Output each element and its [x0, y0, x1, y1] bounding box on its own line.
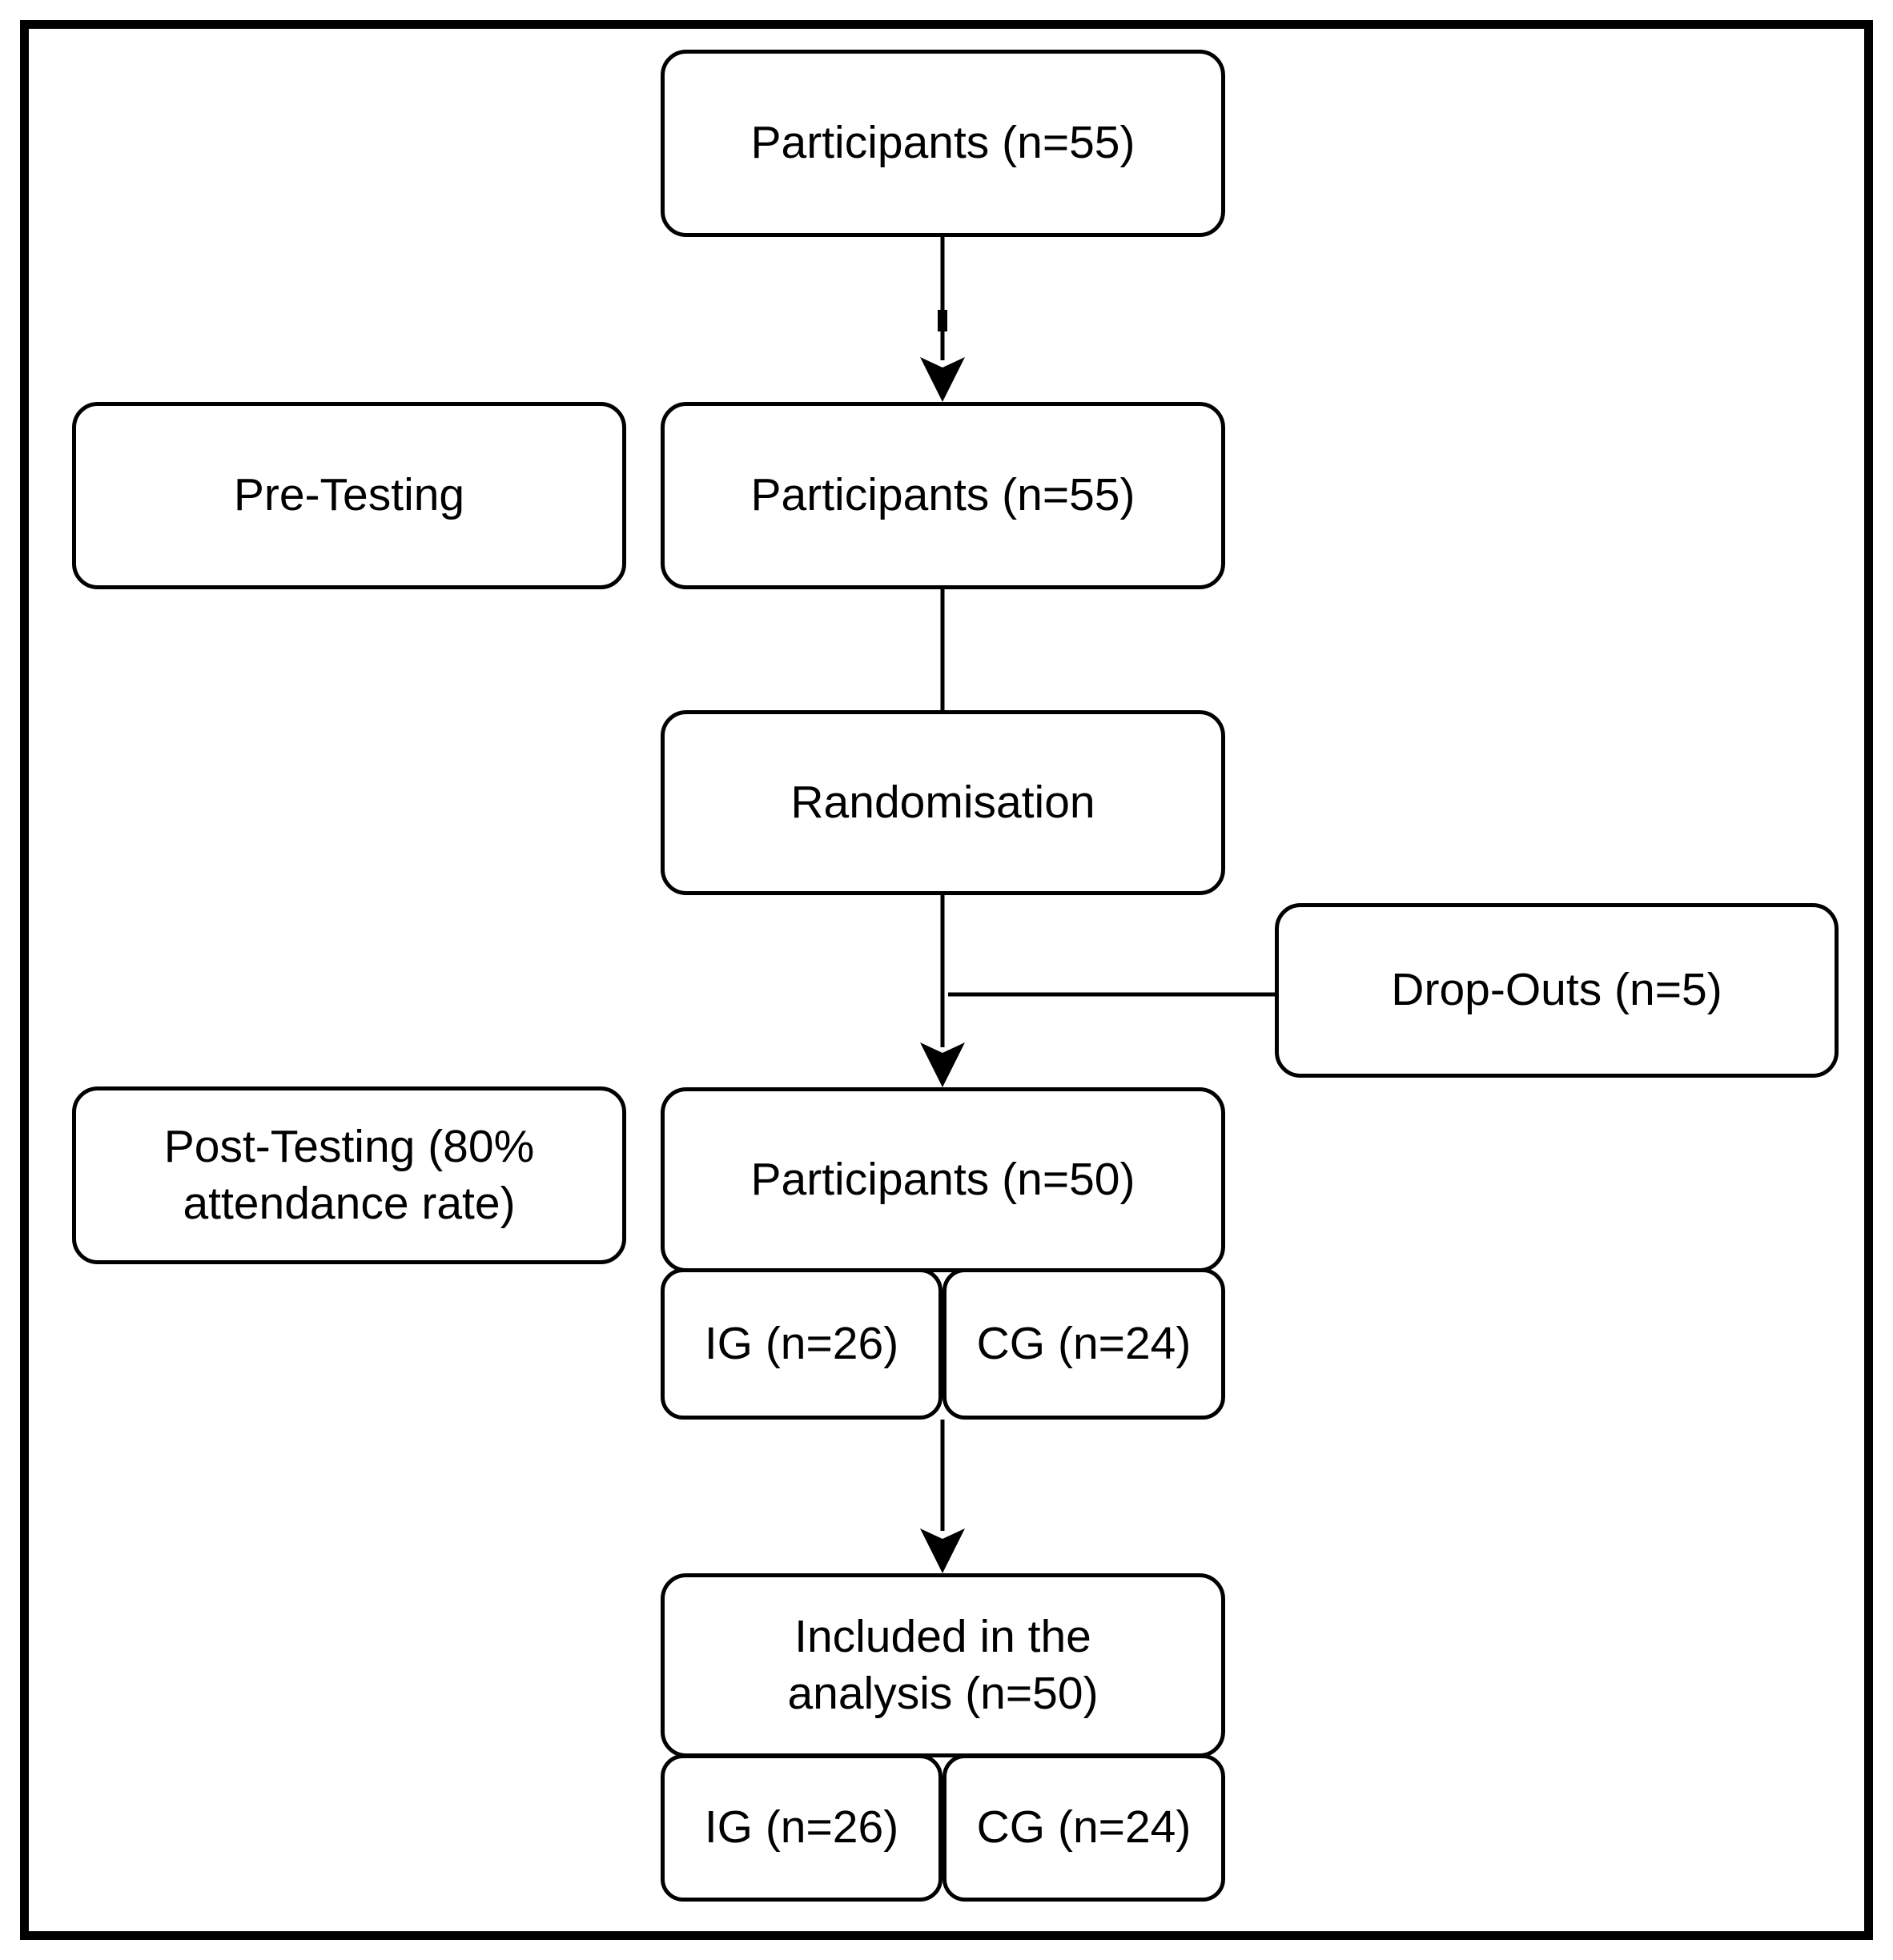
node-cg-analysis: CG (n=24) [942, 1754, 1225, 1902]
node-post-testing: Post-Testing (80% attendance rate) [72, 1086, 626, 1264]
node-participants-enrolled: Participants (n=55) [661, 50, 1225, 237]
node-cg-posttest: CG (n=24) [942, 1268, 1225, 1420]
node-label: CG (n=24) [976, 1317, 1192, 1369]
node-participants-pretest: Participants (n=55) [661, 402, 1225, 589]
node-label: Post-Testing (80% attendance rate) [163, 1120, 535, 1229]
node-label: IG (n=26) [704, 1801, 899, 1854]
node-drop-outs: Drop-Outs (n=5) [1275, 903, 1839, 1078]
diagram-border [20, 20, 1873, 1940]
node-label: Randomisation [790, 776, 1095, 828]
node-pre-testing: Pre-Testing [72, 402, 626, 589]
node-label: Included in the analysis (n=50) [787, 1610, 1099, 1719]
node-label: CG (n=24) [976, 1801, 1192, 1854]
node-ig-analysis: IG (n=26) [661, 1754, 942, 1902]
node-label: Participants (n=55) [750, 469, 1135, 521]
node-participants-posttest: Participants (n=50) [661, 1087, 1225, 1272]
node-label: Pre-Testing [233, 469, 465, 521]
node-included-in-analysis: Included in the analysis (n=50) [661, 1573, 1225, 1757]
node-randomisation: Randomisation [661, 710, 1225, 895]
node-ig-posttest: IG (n=26) [661, 1268, 942, 1420]
node-label: IG (n=26) [704, 1317, 899, 1369]
node-label: Participants (n=55) [750, 117, 1135, 169]
node-label: Drop-Outs (n=5) [1391, 964, 1722, 1016]
node-label: Participants (n=50) [750, 1153, 1135, 1205]
